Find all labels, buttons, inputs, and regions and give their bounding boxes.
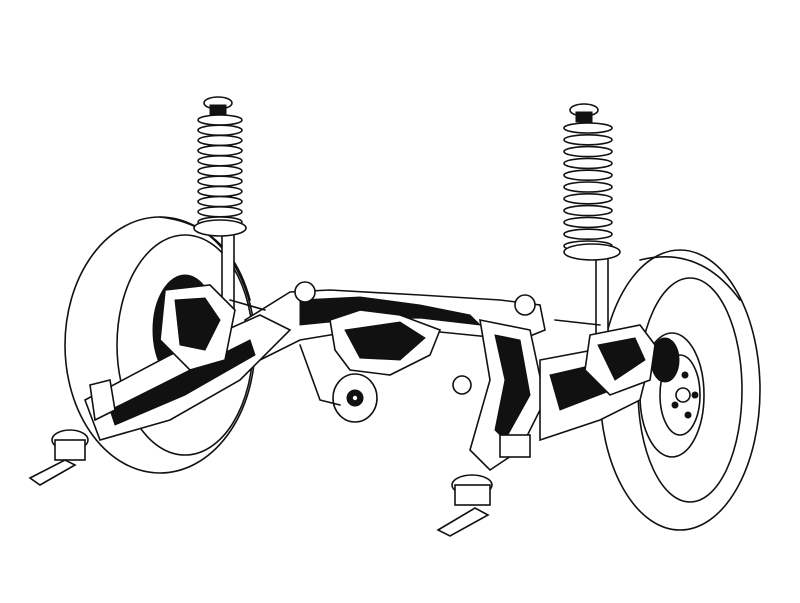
spring-coil (197, 206, 243, 218)
differential-mount (332, 373, 472, 423)
stabilizer-links (229, 299, 601, 406)
spring-coil (563, 193, 613, 205)
right-knuckle (584, 324, 656, 396)
spring-coil (563, 145, 613, 158)
spring-coil (563, 122, 613, 134)
spring-coil (197, 144, 243, 157)
spring-coil (563, 204, 613, 217)
spring-coil (197, 155, 243, 167)
spring-coil (197, 175, 243, 187)
spring-coil (563, 134, 613, 146)
spring-coil (563, 228, 613, 240)
right-coil-spring-strut (563, 103, 621, 336)
spring-coil (197, 165, 243, 177)
left-knuckle (159, 284, 236, 371)
subframe-crossmember (244, 281, 546, 376)
spring-coil (197, 124, 243, 136)
spring-coil (563, 216, 613, 229)
spring-coil (197, 134, 243, 147)
spring-coil (197, 185, 243, 198)
spring-coil (563, 157, 613, 170)
spring-coil (563, 181, 613, 193)
spring-coil (197, 114, 243, 126)
spring-coil (197, 195, 243, 208)
right-brake-disc (639, 332, 705, 458)
spring-coil (563, 169, 613, 181)
right-lower-control-arm (436, 318, 651, 537)
